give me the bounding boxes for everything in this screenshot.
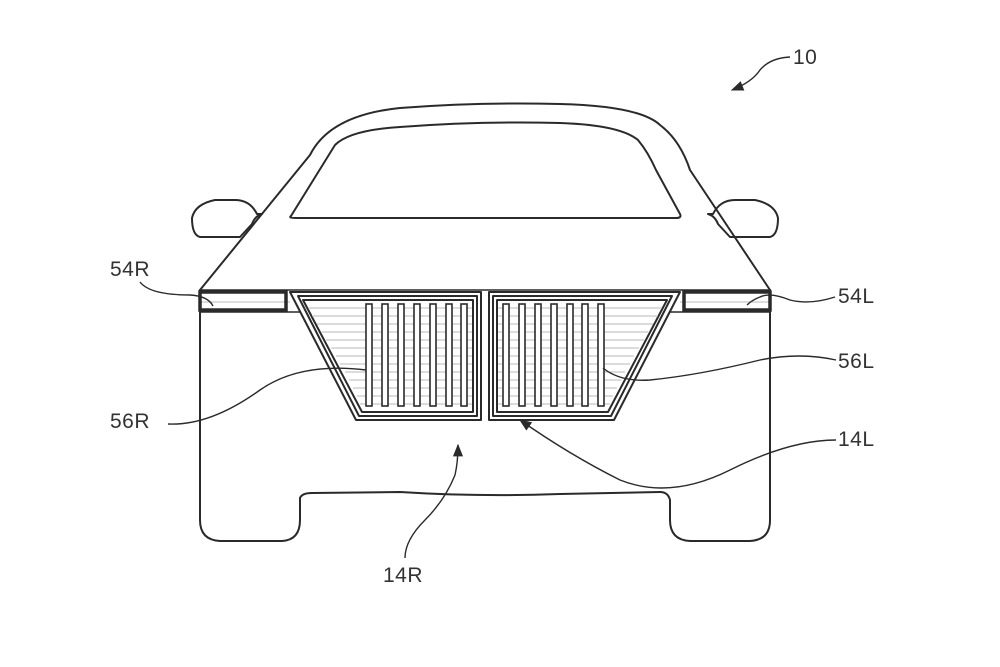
label-grille-right: 14R <box>383 564 424 587</box>
label-grille-pattern-right: 56R <box>110 410 151 433</box>
leader-54R <box>139 281 214 307</box>
label-lamp-right: 54R <box>110 258 151 281</box>
leader-10 <box>730 56 791 91</box>
grille-left <box>488 291 681 421</box>
leader-56R <box>167 367 367 425</box>
leader-56L <box>602 355 837 381</box>
headlamp-right <box>198 290 288 312</box>
leader-14R <box>404 443 464 559</box>
mirror-left <box>707 199 779 238</box>
grille-right <box>289 291 482 421</box>
leader-14L <box>518 419 837 489</box>
headlamp-left <box>682 290 772 312</box>
label-lamp-left: 54L <box>838 285 875 308</box>
label-vehicle: 10 <box>793 46 818 69</box>
label-grille-pattern-left: 56L <box>838 350 875 373</box>
leader-54L <box>746 294 836 306</box>
mirror-right <box>191 199 263 238</box>
body-outline <box>199 289 771 542</box>
label-grille-left: 14L <box>838 428 875 451</box>
windshield <box>289 121 682 219</box>
roof-outline <box>199 102 771 291</box>
